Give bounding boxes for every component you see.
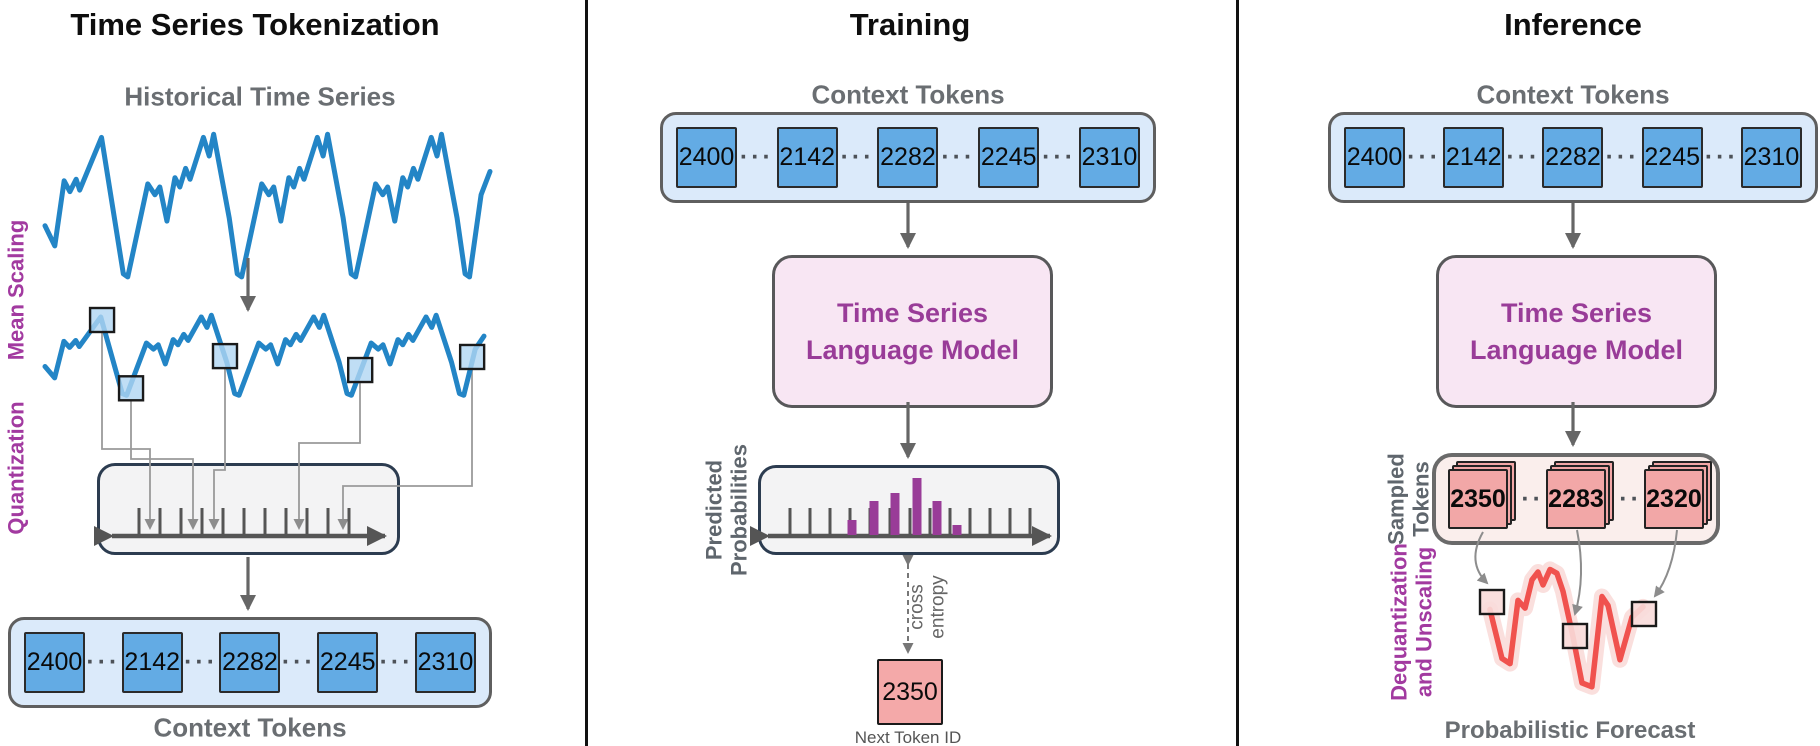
- dequantization-label: Dequantization and Unscaling: [1386, 543, 1436, 701]
- forecast-marker-square: [1478, 588, 1506, 616]
- panel-divider-2: [1236, 0, 1239, 746]
- predicted-probabilities-label: Predicted Probabilities: [701, 443, 751, 577]
- sampled-token-stack: 2350: [1448, 461, 1516, 529]
- forecast-line: [1487, 566, 1646, 690]
- mean-scaling-label: Mean Scaling: [3, 219, 29, 361]
- context-token: 2282: [1542, 127, 1604, 188]
- context-token: 2282: [219, 632, 281, 693]
- context-token: 2245: [978, 127, 1040, 188]
- sampled-tokens-label: Sampled Tokens: [1383, 453, 1433, 545]
- sampled-token-stack: 2283: [1545, 461, 1614, 529]
- panel-divider-1: [585, 0, 588, 746]
- ellipsis-icon: ···: [739, 143, 774, 171]
- forecast-band: [1481, 561, 1652, 695]
- language-model-box-training: Time Series Language Model: [772, 255, 1053, 408]
- sampled-token: 2320: [1643, 469, 1704, 529]
- model-label-line1: Time Series: [836, 298, 989, 329]
- historical-series-line: [42, 131, 493, 280]
- context-token: 2142: [1443, 127, 1505, 188]
- historical-series-label: Historical Time Series: [124, 81, 396, 112]
- tokenization-title: Time Series Tokenization: [70, 7, 440, 42]
- context-token: 2142: [121, 632, 183, 693]
- sample-marker-square: [211, 342, 239, 370]
- context-tokens-label-training: Context Tokens: [811, 79, 1005, 110]
- context-tokens-label-inference: Context Tokens: [1476, 79, 1670, 110]
- sample-marker-square: [88, 306, 116, 334]
- context-token: 2400: [24, 632, 85, 693]
- sample-marker-square: [458, 343, 486, 371]
- quantization-label: Quantization: [3, 401, 29, 535]
- training-title: Training: [849, 7, 971, 42]
- context-token: 2245: [317, 632, 379, 693]
- ellipsis-icon: ···: [379, 648, 414, 676]
- sample-marker-square: [117, 375, 145, 402]
- predicted-probabilities-box: [758, 465, 1060, 555]
- ellipsis-icon: ···: [1704, 143, 1739, 171]
- context-token: 2310: [1740, 127, 1802, 188]
- ellipsis-icon: ···: [86, 648, 121, 676]
- context-token: 2310: [414, 632, 476, 693]
- ellipsis-icon: ···: [1506, 143, 1541, 171]
- cross-entropy-label: cross entropy: [906, 575, 949, 639]
- ellipsis-icon: ···: [840, 143, 875, 171]
- context-tokens-box-training: 2400···2142···2282···2245···2310: [660, 112, 1156, 203]
- sample-marker-square: [347, 356, 374, 384]
- context-token: 2310: [1078, 127, 1140, 188]
- inference-title: Inference: [1504, 7, 1642, 42]
- context-token: 2245: [1641, 127, 1703, 188]
- scaled-series-line: [42, 312, 487, 398]
- sampled-token-stack: 2320: [1643, 461, 1712, 529]
- context-tokens-box-inference: 2400···2142···2282···2245···2310: [1328, 112, 1818, 203]
- ellipsis-icon: ···: [1042, 143, 1077, 171]
- probabilistic-forecast-label: Probabilistic Forecast: [1444, 717, 1696, 744]
- ellipsis-icon: ···: [1605, 143, 1640, 171]
- context-token: 2282: [877, 127, 939, 188]
- sampled-token: 2283: [1545, 469, 1606, 529]
- next-token-id-box: 2350: [877, 659, 943, 725]
- forecast-marker-square: [1561, 622, 1589, 650]
- ellipsis-icon: ···: [281, 648, 316, 676]
- forecast-marker-square: [1630, 600, 1658, 628]
- context-tokens-label-tokenization: Context Tokens: [153, 712, 347, 743]
- context-token: 2400: [1344, 127, 1405, 188]
- model-label-line1: Time Series: [1500, 298, 1653, 329]
- ellipsis-icon: ···: [941, 143, 976, 171]
- ellipsis-icon: ···: [1407, 143, 1442, 171]
- next-token-value: 2350: [882, 677, 938, 706]
- context-token: 2142: [776, 127, 838, 188]
- next-token-id-label: Next Token ID: [854, 728, 962, 746]
- ellipsis-icon: ···: [184, 648, 219, 676]
- sampled-token: 2350: [1448, 469, 1508, 529]
- model-label-line2: Language Model: [805, 334, 1019, 365]
- model-label-line2: Language Model: [1469, 334, 1683, 365]
- quantization-axis-box: [97, 463, 400, 555]
- language-model-box-inference: Time Series Language Model: [1436, 255, 1717, 408]
- context-token: 2400: [676, 127, 737, 188]
- sampled-tokens-box: 2350···2283···2320: [1432, 453, 1720, 545]
- context-tokens-box-tokenization: 2400···2142···2282···2245···2310: [8, 617, 492, 708]
